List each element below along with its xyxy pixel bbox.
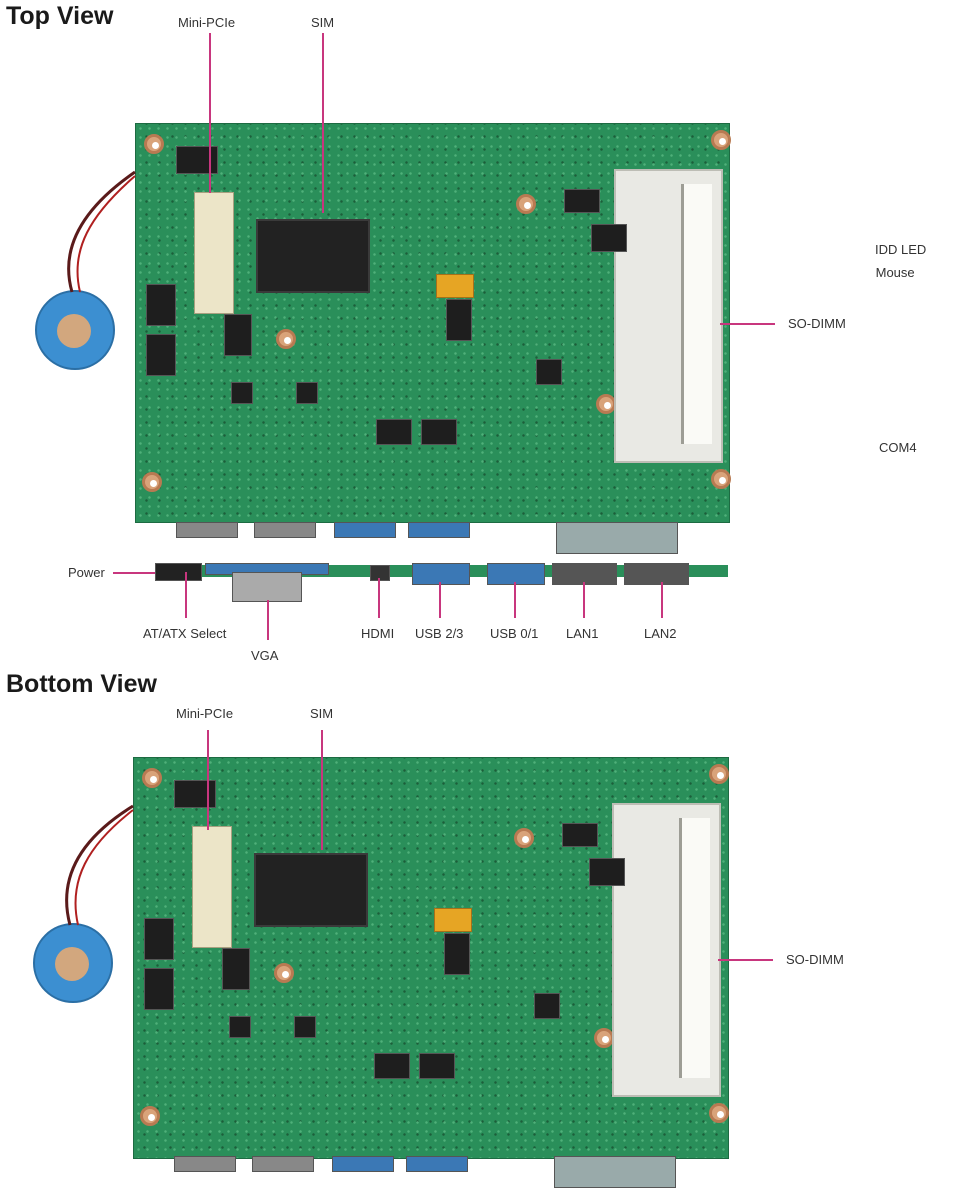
leader-so-dimm — [720, 323, 775, 325]
usb23-connector — [412, 563, 470, 585]
bottom-connector — [174, 1156, 236, 1172]
leader-mini-pcie — [209, 33, 211, 193]
ic-chip — [146, 334, 176, 376]
sim-card-holder — [254, 853, 368, 927]
mounting-hole — [711, 469, 731, 489]
label-power: Power — [68, 565, 105, 580]
bottom-connector — [332, 1156, 394, 1172]
label-mouse: Mouse — [872, 265, 915, 280]
label-mini-pcie: Mini-PCIe — [178, 15, 236, 30]
so-dimm-socket — [679, 818, 710, 1078]
ic-chip — [176, 146, 218, 174]
hdmi-connector — [370, 565, 390, 581]
ic-chip — [229, 1016, 251, 1038]
cmos-battery-bottom — [33, 923, 113, 1003]
power-connector — [155, 563, 202, 581]
usb01-connector — [487, 563, 545, 585]
mini-pcie-slot — [192, 826, 232, 948]
ic-chip — [224, 314, 252, 356]
lan1-connector — [552, 563, 617, 585]
ic-chip — [589, 858, 625, 886]
mounting-hole — [142, 768, 162, 788]
leader-so-dimm-bottom — [718, 959, 773, 961]
so-dimm-socket — [681, 184, 712, 444]
label-hdd-led: IDD LED — [875, 242, 927, 257]
leader-lan1 — [583, 582, 585, 618]
ic-chip — [536, 359, 562, 385]
label-lan1: LAN1 — [566, 626, 599, 641]
bottom-connector — [252, 1156, 314, 1172]
ic-chip — [444, 933, 470, 975]
leader-vga — [267, 600, 269, 640]
bottom-connector — [254, 522, 316, 538]
label-sim: SIM — [311, 15, 335, 30]
top-view-title: Top View — [6, 2, 114, 30]
mounting-hole — [274, 963, 294, 983]
bottom-connector — [176, 522, 238, 538]
leader-usb01 — [514, 582, 516, 618]
bottom-connector — [406, 1156, 468, 1172]
mounting-hole — [142, 472, 162, 492]
ic-chip — [419, 1053, 455, 1079]
com-connector — [556, 522, 678, 554]
tantalum-capacitor — [436, 274, 474, 298]
mini-pcie-slot — [194, 192, 234, 314]
mounting-hole — [140, 1106, 160, 1126]
leader-hdmi — [378, 578, 380, 618]
ic-chip — [174, 780, 216, 808]
tantalum-capacitor — [434, 908, 472, 932]
bottom-view-board-photo — [133, 757, 729, 1188]
ic-chip — [564, 189, 600, 213]
ic-chip — [231, 382, 253, 404]
leader-at-atx — [185, 572, 187, 618]
leader-sim — [322, 33, 324, 213]
bottom-connector — [334, 522, 396, 538]
com-connector — [554, 1156, 676, 1188]
mounting-hole — [514, 828, 534, 848]
ic-chip — [146, 284, 176, 326]
label-mini-pcie-bottom: Mini-PCIe — [176, 706, 234, 721]
mounting-hole — [276, 329, 296, 349]
ic-chip — [144, 968, 174, 1010]
label-com4: COM4 — [879, 440, 917, 455]
sim-card-holder — [256, 219, 370, 293]
label-usb01: USB 0/1 — [490, 626, 539, 641]
ic-chip — [374, 1053, 410, 1079]
ic-chip — [376, 419, 412, 445]
label-sim-bottom: SIM — [310, 706, 334, 721]
label-so-dimm: SO-DIMM — [788, 316, 846, 331]
leader-mini-pcie-bottom — [207, 730, 209, 830]
mounting-hole — [711, 130, 731, 150]
ic-chip — [591, 224, 627, 252]
bottom-view-title: Bottom View — [6, 670, 157, 698]
leader-lan2 — [661, 582, 663, 618]
mounting-hole — [709, 764, 729, 784]
cmos-battery-top — [35, 290, 115, 370]
leader-sim-bottom — [321, 730, 323, 850]
label-lan2: LAN2 — [644, 626, 677, 641]
ic-chip — [421, 419, 457, 445]
ic-chip — [294, 1016, 316, 1038]
label-usb23: USB 2/3 — [415, 626, 464, 641]
ic-chip — [562, 823, 598, 847]
leader-usb23 — [439, 582, 441, 618]
vga-port-body — [232, 572, 302, 602]
ic-chip — [446, 299, 472, 341]
bottom-connector — [408, 522, 470, 538]
ic-chip — [534, 993, 560, 1019]
ic-chip — [144, 918, 174, 960]
mounting-hole — [516, 194, 536, 214]
label-vga: VGA — [251, 648, 279, 663]
mounting-hole — [709, 1103, 729, 1123]
ic-chip — [222, 948, 250, 990]
leader-power — [113, 572, 155, 574]
ic-chip — [296, 382, 318, 404]
label-at-atx-select: AT/ATX Select — [143, 626, 227, 641]
label-hdmi: HDMI — [361, 626, 395, 641]
label-so-dimm-bottom: SO-DIMM — [786, 952, 844, 967]
mounting-hole — [144, 134, 164, 154]
lan2-connector — [624, 563, 689, 585]
